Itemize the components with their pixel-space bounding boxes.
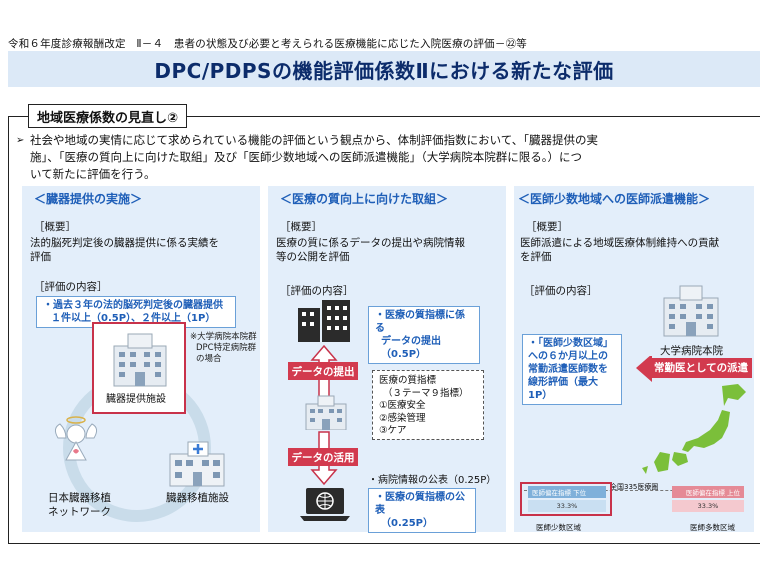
panel-physician-dispatch: ＜医師少数地域への医師派遣機能＞ ［概要］ 医師派遣による地域医療体制維持への貢… (514, 186, 754, 532)
eval-line: データの提出（0.5P） (381, 336, 441, 360)
panel-quality-improvement: ＜医療の質向上に向けた取組＞ ［概要］ 医療の質に係るデータの提出や病院情報 等… (268, 186, 506, 533)
office-building-icon (298, 300, 350, 342)
transplant-facility-label: 臓器移植施設 (166, 492, 229, 504)
overview-label: ［概要］ (34, 221, 76, 233)
eval-line: （0.25P） (381, 518, 434, 529)
eval-line: １件以上（0.5P）、２件以上（1P） (51, 313, 216, 324)
note-line: DPC特定病院群 (196, 343, 257, 353)
eval-hospital-info: ・病院情報の公表（0.25P） (368, 475, 497, 486)
title-bar: DPC/PDPSの機能評価係数Ⅱにおける新たな評価 (8, 51, 760, 87)
section-tab: 地域医療係数の見直し② (28, 104, 188, 128)
eval-label: ［評価の内容］ (524, 285, 598, 297)
eval-callout-indicator-publication: ・医療の質指標の公表 （0.25P） (368, 488, 476, 533)
indicator-line: ①医療安全 (379, 400, 426, 411)
data-utilization-tag: データの活用 (288, 448, 358, 466)
university-hospital-label: 大学病院本院 (660, 345, 723, 357)
japan-map-icon (642, 384, 746, 474)
hospital-icon (113, 333, 167, 387)
overview-label: ［概要］ (526, 221, 568, 233)
overview-text: 医師派遣による地域医療体制維持への貢献 を評価 (520, 236, 719, 264)
dispatch-tag: 常勤医としての派遣 (654, 362, 749, 374)
intro-line: 施」、「医療の質向上に向けた取組」及び「医師少数地域への医師派遣機能」（大学病院… (30, 150, 582, 164)
overview-text: 法的脳死判定後の臓器提供に係る実績を 評価 (30, 236, 219, 264)
indicator-line: ②感染管理 (379, 412, 426, 424)
eval-line: への６か月以上の (528, 351, 608, 362)
overview-label: ［概要］ (280, 221, 322, 233)
low-area-pct: 33.3% (528, 500, 606, 512)
indicator-line: （３テーマ９指標） (383, 387, 469, 399)
map-axis-line (524, 490, 744, 491)
map-title: 全国335医療圏 (610, 483, 659, 491)
low-area-label: 医師少数区域 (536, 523, 581, 532)
eval-callout: ・過去３年の法的脳死判定後の臓器提供 １件以上（0.5P）、２件以上（1P） (36, 296, 236, 328)
quality-indicator-box: 医療の質指標 （３テーマ９指標） ①医療安全 ②感染管理 ③ケア (372, 370, 484, 440)
intro-line: 社会や地域の実情に応じて求められている機能の評価という観点から、体制評価指数にお… (30, 133, 598, 147)
content-frame (8, 116, 760, 544)
overview-line: 等の公開を評価 (276, 251, 350, 263)
intro-paragraph: ➢ 社会や地域の実情に応じて求められている機能の評価という観点から、体制評価指数… (16, 132, 752, 183)
eval-line: ・「医師少数区域」 (528, 338, 613, 349)
indicator-line: 医療の質指標 (379, 375, 437, 386)
eval-label: ［評価の内容］ (280, 285, 354, 297)
note-line: ※大学病院本院群 (190, 332, 257, 342)
breadcrumb: 令和６年度診療報酬改定 Ⅱ－４ 患者の状態及び必要と考えられる医療機能に応じた入… (8, 38, 527, 50)
page-title: DPC/PDPSの機能評価係数Ⅱにおける新たな評価 (154, 58, 614, 83)
eval-callout-data-submission: ・医療の質指標に係る データの提出（0.5P） (368, 306, 480, 364)
overview-line: 医師派遣による地域医療体制維持への貢献 (520, 237, 720, 249)
data-submission-tag: データの提出 (288, 362, 358, 380)
eval-line: ・過去３年の法的脳死判定後の臓器提供 (43, 300, 223, 311)
overview-text: 医療の質に係るデータの提出や病院情報 等の公開を評価 (276, 236, 465, 264)
overview-line: を評価 (520, 251, 552, 263)
donor-facility-label: 臓器提供施設 (106, 394, 166, 405)
overview-line: 医療の質に係るデータの提出や病院情報 (276, 237, 465, 249)
network-label: 日本臓器移植 ネットワーク (48, 491, 111, 519)
angel-icon (54, 416, 98, 461)
panel-heading: ＜医師少数地域への医師派遣機能＞ (518, 192, 711, 206)
eval-line: 常勤派遣医師数を (528, 364, 608, 375)
laptop-globe-icon (300, 488, 350, 521)
network-line: 日本臓器移植 (48, 492, 111, 504)
dispatch-arrow-icon (636, 356, 752, 382)
low-area-highlight-box (520, 482, 612, 516)
eval-line: 線形評価（最大1P） (528, 377, 598, 401)
indicator-line: ③ケア (379, 425, 407, 436)
note-text: ※大学病院本院群 DPC特定病院群 の場合 (190, 332, 257, 365)
bullet-arrow-icon: ➢ (16, 135, 25, 146)
network-line: ネットワーク (48, 506, 111, 518)
note-line: の場合 (196, 354, 222, 364)
low-area-bar: 医師偏在指標 下位 (528, 486, 606, 498)
university-hospital-icon (663, 285, 719, 337)
high-area-bar: 医師偏在指標 上位 (672, 486, 744, 498)
panel-heading: ＜医療の質向上に向けた取組＞ (280, 192, 449, 206)
transplant-hospital-icon (169, 441, 225, 487)
eval-line: ・医療の質指標の公表 (375, 492, 465, 516)
eval-label: ［評価の内容］ (34, 281, 108, 293)
eval-callout-dispatch: ・「医師少数区域」 への６か月以上の 常勤派遣医師数を 線形評価（最大1P） (522, 334, 622, 405)
panel-organ-donation: ＜臓器提供の実施＞ ［概要］ 法的脳死判定後の臓器提供に係る実績を 評価 ［評価… (22, 186, 260, 532)
overview-line: 法的脳死判定後の臓器提供に係る実績を (30, 237, 219, 249)
panel-heading: ＜臓器提供の実施＞ (34, 192, 143, 206)
eval-line: ・医療の質指標に係る (375, 310, 465, 334)
high-area-pct: 33.3% (672, 500, 744, 512)
high-area-label: 医師多数区域 (690, 523, 735, 532)
overview-line: 評価 (30, 251, 51, 263)
intro-line: いて新たに評価を行う。 (30, 167, 156, 181)
hospital-icon (305, 395, 347, 430)
